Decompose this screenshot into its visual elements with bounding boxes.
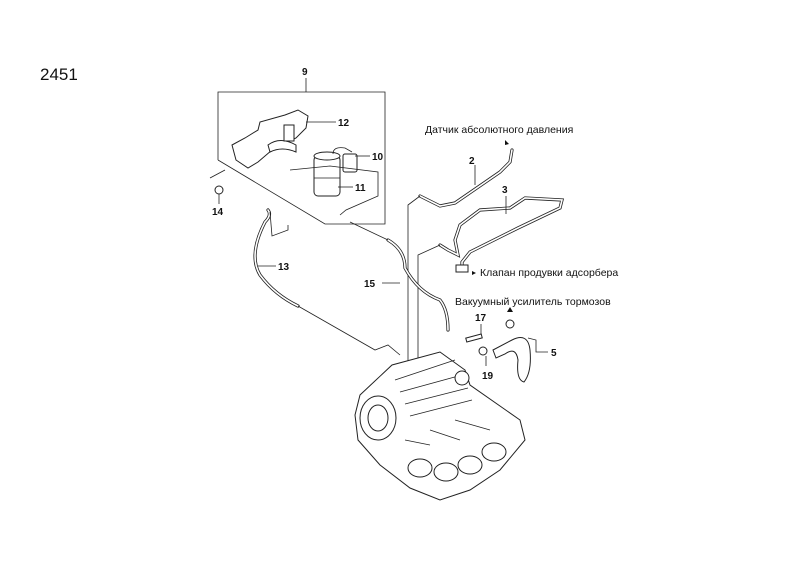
nut-part [214,185,224,195]
canister-part [313,147,358,197]
callout-13: 13 [278,262,290,273]
callout-5: 5 [551,348,557,359]
arrow-icon [472,271,476,275]
callout-12: 12 [338,118,350,129]
callout-17: 17 [475,313,487,324]
hose-15 [349,221,450,332]
arrow-icon [507,307,513,312]
callout-11: 11 [355,183,366,194]
brake-booster-label: Вакуумный усилитель тормозов [455,296,611,308]
intake-manifold [354,351,526,501]
callout-9: 9 [302,67,308,78]
callout-10: 10 [372,152,384,163]
bracket-part [231,109,309,169]
hose-2 [407,148,514,370]
callout-3: 3 [502,185,508,196]
hose-3 [417,196,565,370]
callout-2: 2 [469,156,475,167]
arrow-icon [505,140,509,145]
purge-valve-label: Клапан продувки адсорбера [480,267,618,279]
callout-15: 15 [364,279,376,290]
callout-14: 14 [212,207,224,218]
canister-group-box [217,78,386,225]
strip-part [465,333,483,343]
diagram-id: 2451 [40,65,78,84]
hose-5 [492,337,531,383]
clamp-part [478,346,488,356]
clamp-part [505,319,515,329]
map-sensor-label: Датчик абсолютного давления [425,124,573,136]
hose-13 [253,208,401,356]
callout-19: 19 [482,371,494,382]
